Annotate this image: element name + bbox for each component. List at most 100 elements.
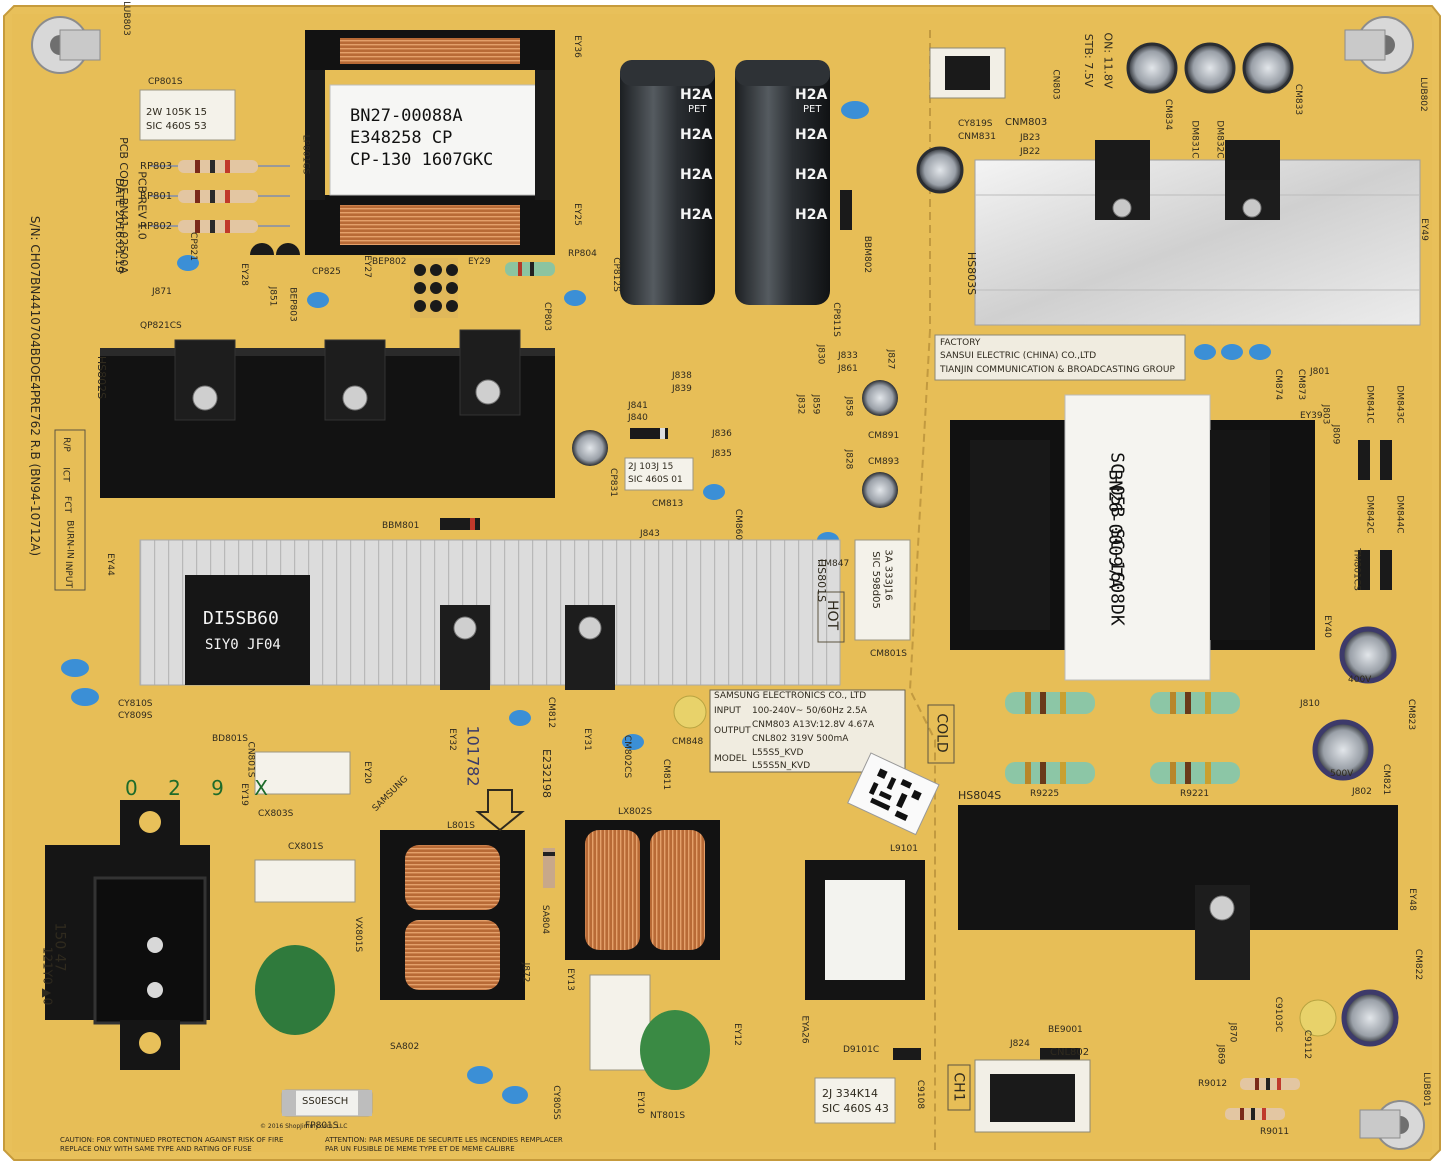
ref-cy805s: CY805S	[550, 1085, 561, 1120]
film-cap-333	[854, 539, 911, 641]
cap-333-marking-2: SIC 598d05	[869, 551, 881, 609]
ref-j872: J872	[520, 962, 531, 983]
bridge-date-code: SIY0 JF04	[205, 637, 281, 653]
ref-ey25: EY25	[571, 203, 582, 226]
resistor-rp801	[178, 190, 258, 203]
ref-j810: J810	[1300, 699, 1320, 709]
revision-input: INPUT	[62, 561, 73, 588]
ref-fp801s: FP801S	[305, 1121, 339, 1131]
diode	[1380, 550, 1392, 590]
ref-cm822: CM822	[1413, 948, 1424, 981]
ref-c9108: C9108	[915, 1079, 926, 1110]
to220-transistor	[565, 605, 615, 690]
ref-j843: J843	[640, 529, 660, 539]
ref-cp811s: CP811S	[830, 302, 841, 337]
ref-ey19: EY19	[238, 783, 249, 806]
cp801s-marking-2: SIC 460S 53	[146, 121, 207, 132]
cp801s-marking-1: 2W 105K 15	[146, 107, 207, 118]
ref-j859: J859	[810, 394, 821, 415]
ref-j871: J871	[152, 287, 172, 297]
cold-zone-box	[927, 704, 955, 764]
ref-cp812s: CP812S	[610, 257, 621, 292]
bridge-part-number: DI5SB60	[203, 608, 279, 629]
factory-label	[934, 334, 1186, 381]
ref-lub802: LUB802	[1417, 77, 1428, 112]
spec-output-label: OUTPUT	[714, 726, 751, 736]
electrolytic-cap	[1184, 42, 1236, 94]
ref-j841: J841	[628, 401, 648, 411]
ref-cp801s: CP801S	[148, 77, 183, 87]
ref-dm842c: DM842C	[1364, 495, 1375, 534]
handwritten-digits: 0 2 9 X	[125, 776, 280, 800]
ref-cm893: CM893	[868, 457, 900, 467]
ceramic-cap	[467, 1066, 493, 1084]
small-transistor	[276, 243, 300, 255]
ceramic-cap	[703, 484, 725, 500]
ref-ey36: EY36	[571, 35, 582, 58]
ref-cn803: CN803	[1050, 69, 1061, 100]
ref-j830: J830	[815, 344, 826, 365]
resistor-rp802	[178, 220, 258, 233]
ref-bep802: BEP802	[372, 257, 407, 267]
revision-burnin: BURN-IN	[64, 520, 75, 559]
resistor-r9012	[1240, 1078, 1300, 1090]
resistor-green	[1005, 762, 1095, 784]
ref-j833: J833	[838, 351, 858, 361]
ceramic-cap	[1221, 344, 1243, 360]
small-transistor	[250, 243, 274, 255]
ref-vx801s: VX801S	[353, 916, 364, 953]
ref-r9225: R9225	[1030, 789, 1060, 799]
connector-cnl802	[974, 1059, 1091, 1133]
to220-transistor	[324, 339, 386, 421]
ref-ey28: EY28	[238, 263, 249, 286]
ref-bbm801: BBM801	[382, 521, 420, 531]
ceramic-cap	[177, 255, 199, 271]
electrolytic-cap	[862, 472, 898, 508]
transformer-line-1: BN27-00088A	[350, 106, 463, 126]
ref-cm823: CM823	[1406, 698, 1417, 731]
ref-ey13: EY13	[564, 968, 575, 991]
resistor-rp804	[505, 262, 555, 276]
ref-bbm802: BBM802	[862, 235, 873, 274]
pcb-date: DATE 2016.01.19	[113, 177, 127, 274]
direction-arrow	[475, 789, 525, 832]
ref-j861: J861	[838, 364, 858, 374]
side-code: 150 47	[51, 922, 68, 972]
ref-ey32: EY32	[446, 728, 457, 751]
ref-cm848: CM848	[672, 737, 704, 747]
ref-j870: J870	[1227, 1022, 1238, 1043]
barcode-sticker	[847, 752, 940, 836]
bulk-cap-1-marking-4: H2A	[680, 167, 713, 183]
ref-rp802: RP802	[140, 221, 173, 232]
ref-ey31: EY31	[581, 728, 592, 751]
to220-transistor	[174, 339, 236, 421]
ref-cy819s: CY819S	[958, 119, 993, 129]
cap-334-marking-1: 2J 334K14	[822, 1087, 878, 1100]
cap-103-marking-1: 2J 103J 15	[628, 462, 674, 472]
ref-jb23: JB23	[1020, 133, 1041, 143]
revision-fct: FCT	[61, 496, 72, 513]
resistor-green	[1150, 762, 1240, 784]
caution-line-2: REPLACE ONLY WITH SAME TYPE AND RATING O…	[60, 1145, 252, 1153]
ref-cm874: CM874	[1273, 368, 1284, 401]
caution-line-3: ATTENTION: PAR MESURE DE SECURITE LES IN…	[325, 1136, 563, 1144]
side-code-2: 121Y0 ▲0	[40, 946, 55, 1006]
ceramic-cap	[71, 688, 99, 706]
ref-sa804: SA804	[540, 904, 551, 935]
ref-j836: J836	[712, 429, 732, 439]
ref-ey20: EY20	[361, 761, 372, 784]
cold-zone-label: COLD	[933, 713, 950, 753]
ref-bep803: BEP803	[287, 287, 298, 322]
heatsink-hs804s	[958, 805, 1398, 930]
ref-cp831: CP831	[607, 468, 618, 497]
to220-transistor	[1195, 885, 1250, 980]
secondary-transformer	[950, 394, 1315, 681]
standby-voltage-on: ON: 11.8V	[1101, 32, 1115, 89]
electrolytic-cap	[1339, 626, 1397, 684]
electrolytic-cap	[862, 380, 898, 416]
ref-j827: J827	[885, 349, 896, 370]
ch1-box	[947, 1064, 971, 1111]
ref-jb22: JB22	[1020, 147, 1041, 157]
ref-ey27: EY27	[361, 255, 372, 278]
ref-r9011: R9011	[1260, 1127, 1290, 1137]
